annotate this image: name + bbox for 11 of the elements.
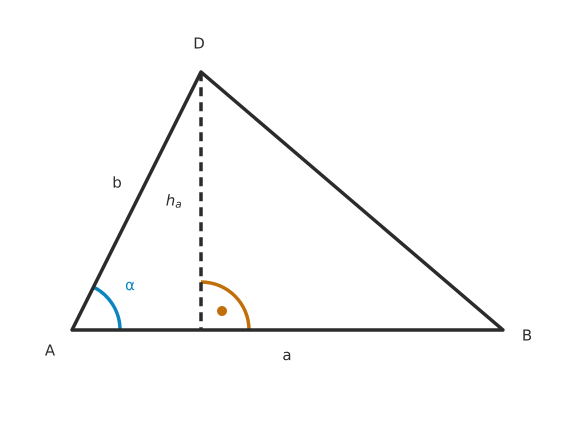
triangle-side <box>199 70 505 332</box>
edge-label: b <box>114 176 121 188</box>
angle-label: α <box>126 282 134 290</box>
edge-label: a <box>283 352 290 360</box>
triangle-side <box>70 328 505 332</box>
vertex-label: A <box>45 344 55 356</box>
right-angle-mark <box>200 280 251 330</box>
vertex-label: B <box>523 330 532 340</box>
vertex-label: D <box>194 38 204 48</box>
edge-label: h$_{a}$ <box>166 194 181 208</box>
altitude-line <box>199 72 203 330</box>
